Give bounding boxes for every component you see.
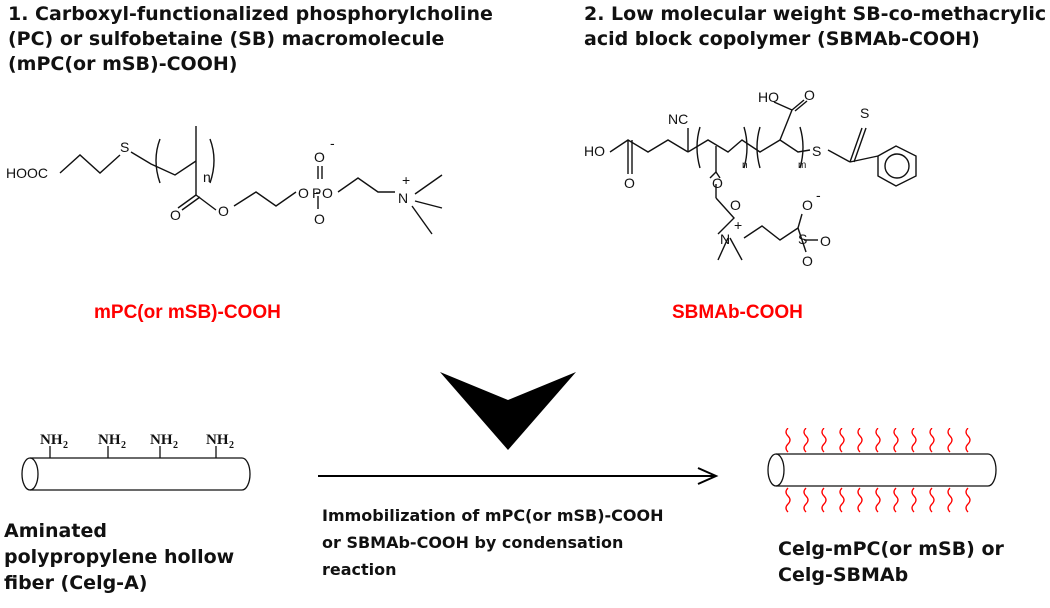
svg-text:NH: NH <box>150 432 173 448</box>
acid-hydroxyl: HO <box>758 89 779 105</box>
aminated-fiber-caption: Aminated polypropylene hollow fiber (Cel… <box>4 518 234 596</box>
ammonium-positive-charge: + <box>402 172 410 188</box>
ester-oxygen: O <box>218 203 229 219</box>
reaction-line: Immobilization of mPC(or mSB)-COOH <box>322 506 664 525</box>
block-m-subscript: m <box>798 160 806 171</box>
phosphorus-atom: P <box>312 185 321 201</box>
svg-text:NH: NH <box>40 432 63 448</box>
ester-oxygen: O <box>712 175 723 191</box>
svg-text:2: 2 <box>229 440 234 451</box>
mpc-structure-diagram: HOOC S n O O O P O O - O N + <box>6 126 443 235</box>
sulfonate-sulfur: S <box>798 231 807 247</box>
acid-carbonyl-oxygen: O <box>624 175 635 191</box>
sbmab-label: SBMAb-COOH <box>672 302 803 323</box>
panel2-title-line: 2. Low molecular weight SB-co-methacryli… <box>584 3 1047 25</box>
hydroxyl-group: HO <box>584 143 605 159</box>
reaction-line: reaction <box>322 560 397 579</box>
repeat-n-subscript: n <box>203 169 211 185</box>
down-arrow-icon <box>440 372 576 450</box>
grafted-chains-top <box>785 428 971 453</box>
phosphate-oxygen-bottom: O <box>314 211 325 227</box>
caption-line: polypropylene hollow <box>4 546 235 568</box>
panel1-title-line: (mPC(or mSB)-COOH) <box>8 53 238 75</box>
sbmab-structure-diagram: HO O NC n m O O N + HO O S S S O - O O <box>584 87 917 269</box>
ammonium-nitrogen: N <box>398 190 408 206</box>
phosphate-oxygen-left: O <box>298 185 309 201</box>
phosphate-oxygen-right: O <box>322 185 333 201</box>
sulfonate-oxygen-right: O <box>820 233 831 249</box>
functionalized-fiber-diagram <box>767 428 997 513</box>
caption-line: fiber (Celg-A) <box>4 572 148 594</box>
sulfonate-negative-charge: - <box>816 187 821 203</box>
block-n-subscript: n <box>742 160 748 171</box>
grafted-chains-bottom <box>785 487 971 513</box>
panel2-title-line: acid block copolymer (SBMAb-COOH) <box>584 28 980 50</box>
ammonium-nitrogen: N <box>720 231 730 247</box>
phosphate-oxygen-top: O <box>314 149 325 165</box>
panel1-title-line: (PC) or sulfobetaine (SB) macromolecule <box>8 28 445 50</box>
svg-text:NH: NH <box>98 432 121 448</box>
svg-text:2: 2 <box>63 440 68 451</box>
ester-link-oxygen: O <box>730 197 741 213</box>
mpc-label: mPC(or mSB)-COOH <box>94 302 281 323</box>
caption-line: Celg-SBMAb <box>778 564 909 586</box>
svg-text:NH: NH <box>206 432 229 448</box>
reaction-line: or SBMAb-COOH by condensation <box>322 533 624 552</box>
panel1-title-line: 1. Carboxyl-functionalized phosphorylcho… <box>8 3 493 25</box>
sulfonate-oxygen-top: O <box>802 197 813 213</box>
thione-sulfur: S <box>860 105 869 121</box>
acid-oxygen: O <box>804 87 815 103</box>
thioester-sulfur: S <box>812 143 821 159</box>
sulfonate-oxygen-bottom: O <box>802 253 813 269</box>
functionalized-fiber-caption: Celg-mPC(or mSB) or Celg-SBMAb <box>778 536 1004 588</box>
svg-text:2: 2 <box>121 440 126 451</box>
sulfur-atom: S <box>120 139 129 155</box>
ammonium-positive-charge: + <box>734 217 742 233</box>
caption-line: Celg-mPC(or mSB) or <box>778 538 1004 560</box>
reaction-description: Immobilization of mPC(or mSB)-COOH or SB… <box>322 502 664 583</box>
caption-line: Aminated <box>4 520 107 542</box>
svg-text:2: 2 <box>173 440 178 451</box>
panel1-title: 1. Carboxyl-functionalized phosphorylcho… <box>8 2 493 77</box>
phosphate-negative-charge: - <box>330 135 335 151</box>
hooc-atom: HOOC <box>6 165 48 181</box>
reaction-arrow-icon <box>318 467 719 485</box>
nitrile-group: NC <box>668 111 688 127</box>
panel2-title: 2. Low molecular weight SB-co-methacryli… <box>584 2 1046 52</box>
carbonyl-oxygen: O <box>170 207 181 223</box>
